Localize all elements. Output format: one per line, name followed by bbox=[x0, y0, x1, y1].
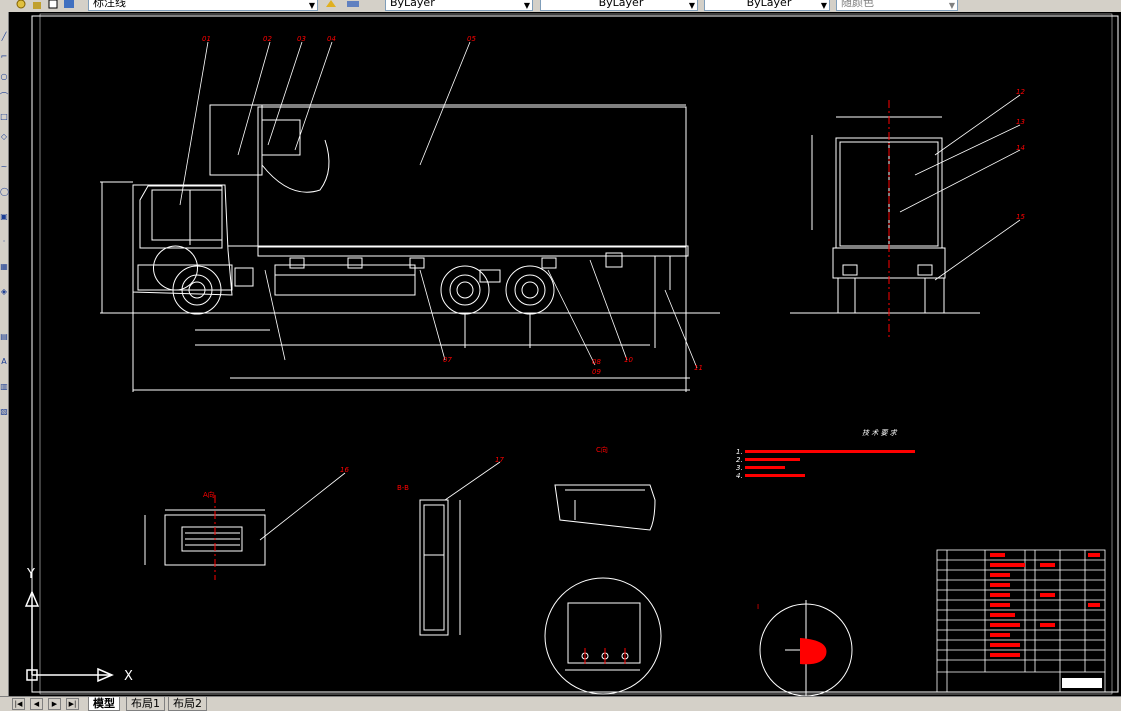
layer-props-icon[interactable] bbox=[62, 0, 76, 10]
view-bb-section bbox=[419, 499, 461, 636]
chevron-down-icon: ▼ bbox=[308, 1, 315, 10]
truck-rear-view bbox=[790, 116, 980, 314]
view-c-detail bbox=[554, 484, 656, 531]
lineweight-dropdown[interactable]: ByLayer ▼ bbox=[704, 0, 830, 11]
part-label-04: 04 bbox=[327, 35, 336, 43]
plotstyle-value: 随颜色 bbox=[841, 0, 874, 9]
part-label-14: 14 bbox=[1016, 144, 1025, 152]
linetype-dropdown[interactable]: ByLayer ▼ bbox=[540, 0, 698, 11]
part-label-12: 12 bbox=[1016, 88, 1025, 96]
polyline-tool-icon[interactable]: ⌐ bbox=[0, 52, 8, 61]
part-label-08: 08 bbox=[592, 358, 601, 366]
line-tool-icon[interactable]: ╱ bbox=[1, 32, 7, 41]
hatch-tool-icon[interactable]: ▦ bbox=[0, 262, 8, 271]
tech-req-item-1: 1. bbox=[736, 448, 743, 456]
spline-tool-icon[interactable]: ~ bbox=[0, 162, 8, 171]
view-label-a: A向 bbox=[203, 490, 215, 499]
color-value: ByLayer bbox=[390, 0, 435, 9]
ucs-axis-labels: Y X bbox=[26, 567, 133, 684]
drawing-canvas[interactable]: 01 02 03 04 05 07 08 09 10 11 12 13 14 1… bbox=[9, 12, 1121, 696]
view-label-bb: B-B bbox=[397, 484, 409, 492]
layer-dropdown[interactable]: 标注线 ▼ bbox=[88, 0, 318, 11]
title-block-logo bbox=[1062, 678, 1102, 688]
first-tab-button[interactable]: |◀ bbox=[12, 698, 25, 710]
prev-tab-button[interactable]: ◀ bbox=[30, 698, 43, 710]
part-label-10: 10 bbox=[624, 356, 633, 364]
truck-side-view bbox=[100, 104, 720, 392]
ucs-y-label: Y bbox=[26, 567, 35, 582]
title-block bbox=[936, 549, 1106, 693]
tab-model[interactable]: 模型 bbox=[88, 697, 120, 711]
part-number-labels: 01 02 03 04 05 07 08 09 10 11 12 13 14 1… bbox=[202, 35, 1025, 474]
circular-detail-view bbox=[544, 577, 662, 695]
insert-block-icon[interactable]: ▣ bbox=[0, 212, 8, 221]
color-dropdown[interactable]: ByLayer ▼ bbox=[385, 0, 533, 11]
tech-req-title: 技 术 要 求 bbox=[862, 429, 898, 437]
layout-tab-bar: |◀ ◀ ▶ ▶| 模型 布局1 布局2 bbox=[0, 696, 1121, 711]
block-tool-icon[interactable]: ▧ bbox=[0, 407, 8, 416]
rectangle-tool-icon[interactable]: □ bbox=[0, 112, 8, 121]
tech-req-item-4: 4. bbox=[736, 472, 743, 480]
layer-previous-icon[interactable] bbox=[345, 0, 359, 10]
circular-detail-marks bbox=[584, 648, 626, 664]
part-label-13: 13 bbox=[1016, 118, 1025, 126]
tech-req-item-3: 3. bbox=[736, 464, 743, 472]
arc-tool-icon[interactable]: ⌒ bbox=[0, 92, 8, 101]
tab-layout2[interactable]: 布局2 bbox=[168, 697, 207, 711]
region-tool-icon[interactable]: ◈ bbox=[0, 287, 8, 296]
tech-req-lines bbox=[745, 450, 915, 477]
chevron-down-icon: ▼ bbox=[820, 1, 827, 10]
chevron-down-icon: ▼ bbox=[948, 1, 955, 10]
leader-lines bbox=[179, 41, 1021, 541]
circle-tool-icon[interactable]: ○ bbox=[0, 72, 8, 81]
part-label-05: 05 bbox=[467, 35, 476, 43]
draw-toolbar: ╱ ⌐ ○ ⌒ □ ◇ ~ ◯ ▣ · ▦ ◈ ▤ A ▥ ▧ bbox=[0, 12, 9, 696]
tab-layout1[interactable]: 布局1 bbox=[126, 697, 165, 711]
tech-req-item-2: 2. bbox=[736, 456, 743, 464]
drawing-border bbox=[31, 13, 1119, 695]
next-tab-button[interactable]: ▶ bbox=[48, 698, 61, 710]
linetype-value: ByLayer bbox=[598, 0, 644, 9]
layer-name: 标注线 bbox=[93, 0, 126, 9]
properties-toolbar: 标注线 ▼ ByLayer ▼ ByLayer ▼ ByLayer ▼ 随颜色 … bbox=[0, 0, 1121, 13]
title-block-marks bbox=[990, 553, 1100, 657]
ellipse-tool-icon[interactable]: ◯ bbox=[0, 187, 9, 196]
layer-lock-icon[interactable] bbox=[30, 0, 44, 10]
ucs-icon bbox=[24, 590, 114, 683]
part-label-03: 03 bbox=[297, 35, 306, 43]
detail-i-weld bbox=[800, 638, 827, 665]
last-tab-button[interactable]: ▶| bbox=[66, 698, 79, 710]
layer-color-icon[interactable] bbox=[46, 0, 60, 10]
chevron-down-icon: ▼ bbox=[523, 1, 530, 10]
view-label-i: I bbox=[757, 603, 759, 611]
view-labels: A向 B-B C向 I bbox=[203, 445, 759, 611]
gradient-tool-icon[interactable]: ▥ bbox=[0, 382, 8, 391]
lineweight-value: ByLayer bbox=[746, 0, 792, 9]
part-label-11: 11 bbox=[694, 364, 703, 372]
mtext-tool-icon[interactable]: A bbox=[1, 357, 7, 366]
ucs-x-label: X bbox=[124, 669, 133, 684]
part-label-17: 17 bbox=[495, 456, 504, 464]
view-label-c: C向 bbox=[596, 445, 608, 454]
chevron-down-icon: ▼ bbox=[688, 1, 695, 10]
view-a-detail bbox=[144, 509, 266, 566]
layer-state-icon[interactable] bbox=[14, 0, 28, 10]
polygon-tool-icon[interactable]: ◇ bbox=[0, 132, 8, 141]
part-label-02: 02 bbox=[263, 35, 272, 43]
make-current-layer-icon[interactable] bbox=[324, 0, 338, 10]
part-label-07: 07 bbox=[443, 356, 452, 364]
part-label-16: 16 bbox=[340, 466, 349, 474]
part-label-09: 09 bbox=[592, 368, 601, 376]
part-label-15: 15 bbox=[1016, 213, 1025, 221]
part-label-01: 01 bbox=[202, 35, 211, 43]
cad-drawing[interactable]: 01 02 03 04 05 07 08 09 10 11 12 13 14 1… bbox=[9, 12, 1121, 696]
table-tool-icon[interactable]: ▤ bbox=[0, 332, 8, 341]
plotstyle-dropdown: 随颜色 ▼ bbox=[836, 0, 958, 11]
point-tool-icon[interactable]: · bbox=[2, 237, 6, 246]
tech-requirements: 技 术 要 求 1. 2. 3. 4. bbox=[736, 429, 898, 480]
